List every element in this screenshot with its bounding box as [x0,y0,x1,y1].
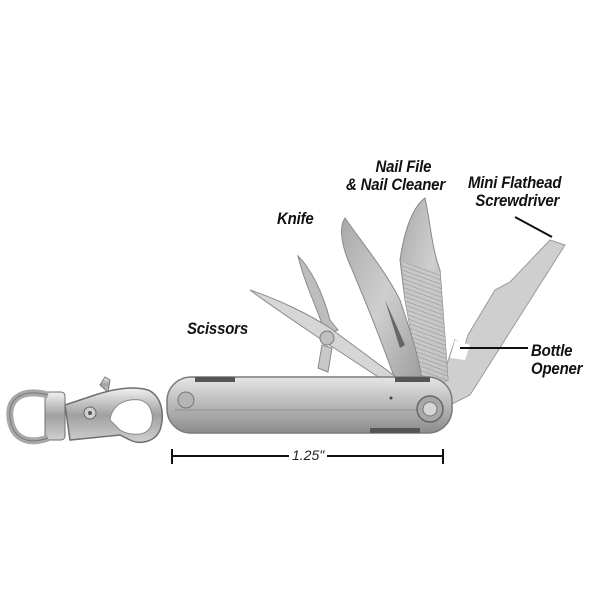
tool-handle-body [166,376,453,434]
label-knife-text: Knife [277,209,314,228]
label-bottle-opener-line1: Bottle [531,341,573,360]
label-screwdriver: Mini Flathead Screwdriver [468,174,561,210]
label-scissors-text: Scissors [187,319,248,338]
dimension-label: 1.25" [289,447,328,463]
keychain-clip [6,376,163,445]
label-nail-file: Nail File & Nail Cleaner [346,158,445,194]
label-screwdriver-line1: Mini Flathead [468,173,562,192]
label-screwdriver-line2: Screwdriver [475,191,560,210]
label-scissors: Scissors [187,320,248,338]
label-knife: Knife [277,210,314,228]
screwdriver-bottle-opener-tool [429,239,566,411]
label-nail-file-line2: & Nail Cleaner [346,175,445,194]
label-bottle-opener-line2: Opener [531,359,583,378]
label-nail-file-line1: Nail File [375,157,432,176]
screwdriver-callout-line [514,216,553,238]
label-bottle-opener: Bottle Opener [531,341,583,378]
nail-file-tool [399,197,449,393]
scissors-tool [249,254,401,389]
